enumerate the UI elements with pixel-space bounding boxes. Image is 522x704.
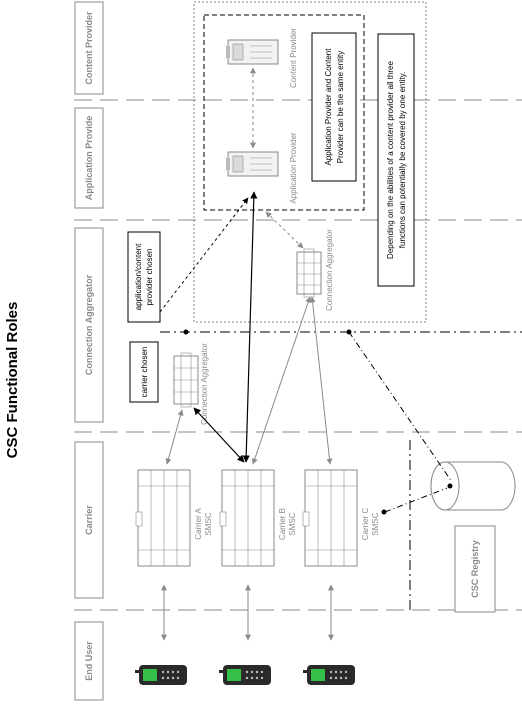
phone-icon	[135, 665, 187, 685]
black-connections	[159, 191, 258, 463]
smsc-icon	[219, 469, 275, 567]
phone-icon	[303, 665, 355, 685]
app-chosen-note-line1: application/content	[134, 243, 143, 310]
link-registry-carrier-c	[384, 487, 448, 513]
phone-icon	[219, 665, 271, 685]
aggregator-lower: Connection Aggregator	[173, 343, 209, 425]
registry-connections	[348, 331, 453, 513]
carrier-b-label-line2: SMSC	[288, 512, 297, 535]
same-entity-note-line2: Provider can be the same entity	[336, 51, 345, 164]
carrier-b-smsc: Carrier B SMSC	[219, 469, 297, 567]
csc-registry-label-box: CSC Registry	[454, 525, 496, 613]
carrier-a-smsc: Carrier A SMSC	[135, 469, 213, 567]
lane-label-end-user: End User	[84, 641, 94, 681]
lane-connection-aggregator: Connection Aggregator	[74, 227, 104, 423]
lane-application-provider: Application Provide	[74, 107, 104, 209]
carrier-c-label-line2: SMSC	[371, 512, 380, 535]
same-entity-note: Application Provider and Content Provide…	[311, 32, 357, 182]
carrier-c-smsc: Carrier C SMSC	[302, 469, 380, 567]
application-provider-server: Application Provider	[226, 132, 298, 204]
lane-label-content-provider: Content Provider	[84, 11, 94, 85]
link-app-carrier-b-direct	[242, 191, 258, 463]
link-registry-separator	[348, 331, 453, 483]
three-functions-note: Depending on the abilities of a content …	[377, 33, 415, 287]
aggregator-lower-label: Connection Aggregator	[200, 343, 209, 425]
content-provider-server-label: Content Provider	[289, 28, 298, 88]
junction-dot	[346, 329, 352, 335]
link-aggregator-lower-carrier-a	[165, 409, 184, 465]
content-provider-server: Content Provider	[226, 28, 298, 88]
app-chosen-note: application/content provider chosen	[127, 231, 161, 323]
aggregator-upper: Connection Aggregator	[296, 229, 334, 311]
app-content-group-box	[203, 14, 365, 211]
three-functions-note-line1: Depending on the abilities of a content …	[386, 60, 395, 258]
app-chosen-note-line2: provider chosen	[145, 249, 154, 306]
lane-carrier: Carrier	[74, 441, 104, 599]
gray-connections	[161, 67, 334, 641]
three-functions-note-line2: functions can potentially be covered by …	[398, 72, 407, 248]
application-provider-server-label: Application Provider	[289, 132, 298, 203]
server-icon	[226, 39, 279, 65]
lane-label-carrier: Carrier	[84, 505, 94, 535]
link-aggregator-upper-carrier-b	[251, 296, 312, 465]
lane-label-application-provider: Application Provide	[84, 116, 94, 201]
csc-registry-database	[430, 461, 516, 511]
junction-dot	[183, 329, 189, 335]
carrier-a-label-line2: SMSC	[204, 512, 213, 535]
smsc-icon	[135, 469, 191, 567]
diagram-title: CSC Functional Roles	[4, 302, 21, 459]
lane-end-user: End User	[74, 621, 104, 701]
aggregator-icon	[296, 248, 322, 298]
lane-label-connection-aggregator: Connection Aggregator	[84, 274, 94, 375]
database-icon	[430, 461, 516, 511]
carrier-chosen-note-text: carrier chosen	[140, 347, 149, 398]
csc-registry-label: CSC Registry	[470, 540, 480, 598]
link-app-aggregator-upper	[265, 211, 304, 249]
carrier-c-label-line1: Carrier C	[361, 508, 370, 541]
server-icon	[226, 151, 279, 177]
junction-dot	[381, 509, 387, 515]
smsc-icon	[302, 469, 358, 567]
carrier-a-label-line1: Carrier A	[194, 508, 203, 540]
lane-labels: Content Provider Application Provide Con…	[74, 1, 104, 701]
carrier-b-label-line1: Carrier B	[278, 508, 287, 540]
link-aggregator-upper-carrier-c	[309, 296, 333, 465]
link-app-chosen-dashed	[159, 197, 249, 313]
junction-dot	[447, 483, 453, 489]
aggregator-icon	[173, 352, 199, 408]
aggregator-upper-label: Connection Aggregator	[325, 229, 334, 311]
lane-content-provider: Content Provider	[74, 1, 104, 95]
same-entity-note-line1: Application Provider and Content	[324, 48, 333, 166]
link-aggregator-lower-carrier-b	[193, 407, 245, 463]
carrier-chosen-note: carrier chosen	[129, 341, 159, 403]
